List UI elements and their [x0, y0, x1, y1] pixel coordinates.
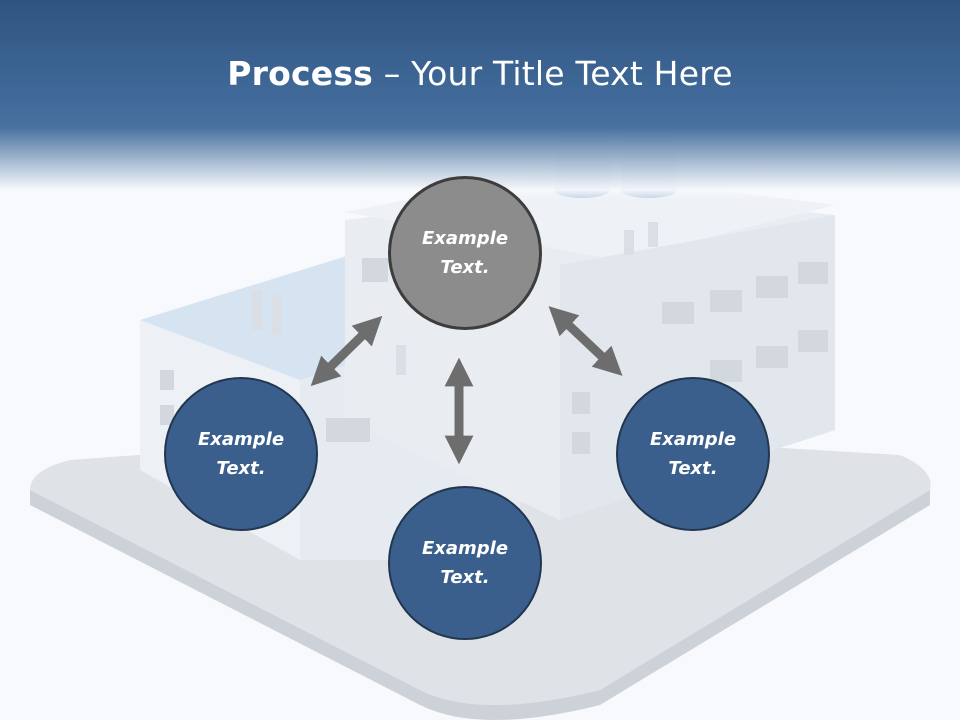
title-bold: Process [227, 54, 374, 93]
arrow-top-right [548, 306, 623, 376]
node-left-circle: Example Text. [164, 377, 318, 531]
title-rest: – Your Title Text Here [373, 54, 733, 93]
node-right-circle: Example Text. [616, 377, 770, 531]
node-bottom-text: Example Text. [421, 538, 509, 588]
node-bottom-circle: Example Text. [388, 486, 542, 640]
node-left-text: Example Text. [197, 429, 285, 479]
arrow-top-left [310, 315, 383, 387]
node-top-text: Example Text. [421, 228, 509, 278]
slide-title: Process – Your Title Text Here [0, 54, 960, 93]
node-right-text: Example Text. [649, 429, 737, 479]
node-top-circle: Example Text. [388, 176, 542, 330]
header-band [0, 0, 960, 200]
